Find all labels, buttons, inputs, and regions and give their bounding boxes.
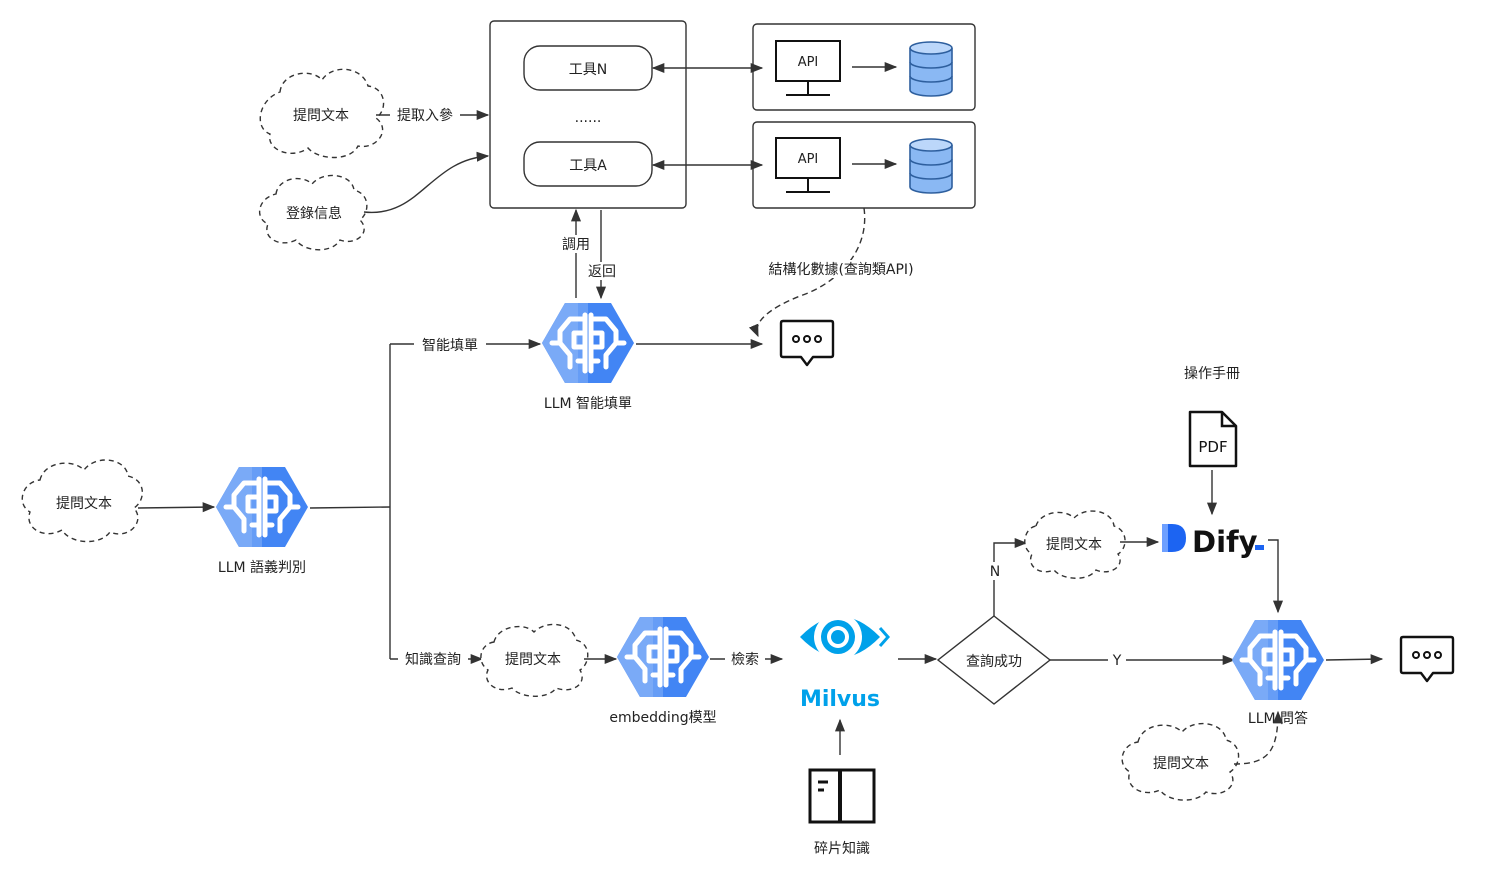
database-icon [909,138,953,194]
ai-brain-icon [1232,620,1324,700]
dify-logo-icon [1162,524,1186,552]
cloud-question-knowledge-label: 提問文本 [505,652,561,668]
dify-label: Dify [1192,525,1258,559]
dify-to-llm-edge [1268,539,1284,614]
cloud-login-info [258,174,368,251]
manual-label: 操作手冊 [1184,366,1240,382]
api-label-top: API [798,55,819,70]
cloud-login-info-label: 登錄信息 [286,205,342,222]
branch-n-label: N [990,564,1000,580]
llm-qa-to-chat-edge [1325,654,1384,665]
cloud-question-top [259,68,385,159]
return-label: 返回 [588,264,616,280]
cloud-question-left [21,459,143,543]
tool-a-label: 工具A [569,158,607,174]
decision-diamond [936,615,1052,705]
smart-form-label: 智能填單 [422,338,478,354]
router-trunk [309,506,391,509]
cloud-question-knowledge [480,623,589,697]
cloud-question-n-label: 提問文本 [1046,537,1102,553]
fragment-label: 碎片知識 [814,840,870,857]
llm-semantic-label: LLM 語義判別 [218,559,306,576]
tools-ellipsis: ...... [575,110,602,126]
cloud-question-left-label: 提問文本 [56,496,112,512]
structured-data-edge [748,207,866,338]
ai-brain-icon [617,617,709,697]
tool-n-label: 工具N [569,62,607,78]
branch-y-label: Y [1112,653,1122,669]
knowledge-query-label: 知識查詢 [405,651,461,668]
chat-bubble-icon [1399,635,1455,683]
pdf-label: PDF [1198,438,1227,456]
ai-brain-icon [542,303,634,383]
ai-brain-icon [216,467,308,547]
call-label: 調用 [562,237,590,253]
milvus-eye-icon [800,613,891,661]
decision-label: 查詢成功 [966,654,1022,670]
question-to-llm-edge [137,502,216,513]
book-icon [808,768,876,824]
branch-n-edge [993,537,1028,616]
milvus-label: Milvus [800,687,880,712]
login-to-tools-edge [363,151,490,214]
chat-bubble-icon [779,319,835,367]
extract-params-label: 提取入參 [397,108,453,124]
cloud-question-n [1024,510,1126,579]
pdf-file-icon: PDF [1188,410,1238,468]
cloud-question-top-label: 提問文本 [293,108,349,124]
llm-form-label: LLM 智能填單 [544,396,632,412]
search-label: 檢索 [731,651,759,668]
cloud-question-bottom-right-label: 提問文本 [1153,756,1209,772]
structured-data-label: 結構化數據(查詢類API) [768,262,913,278]
cloud-question-bottom-right [1121,722,1240,801]
api-label-bottom: API [798,152,819,167]
database-icon [909,41,953,97]
embedding-label: embedding模型 [609,710,716,726]
